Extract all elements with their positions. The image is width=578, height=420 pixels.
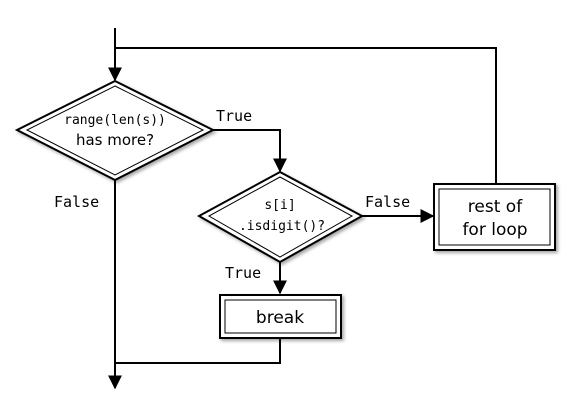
decision-has-more-shape bbox=[14, 79, 216, 182]
process-rest-of-loop-line2: for loop bbox=[462, 220, 527, 240]
process-rest-of-loop-line1: rest of bbox=[468, 197, 523, 217]
decision-has-more-line1: range(len(s)) bbox=[64, 113, 166, 128]
label-loop-false: False bbox=[54, 193, 99, 211]
label-digit-false: False bbox=[365, 193, 410, 211]
decision-isdigit-line1: s[i] bbox=[264, 198, 295, 213]
decision-has-more-inner-border bbox=[25, 85, 205, 176]
process-rest-of-loop-box bbox=[433, 183, 556, 251]
process-break-box bbox=[219, 294, 342, 339]
process-break-inner-border bbox=[224, 299, 337, 334]
label-digit-true: True bbox=[225, 264, 261, 282]
decision-has-more: range(len(s)) has more? bbox=[14, 79, 216, 182]
process-rest-of-loop-inner-border bbox=[438, 188, 551, 246]
decision-isdigit-shape bbox=[196, 170, 365, 264]
decision-isdigit-inner-border bbox=[207, 176, 354, 258]
process-break: break bbox=[219, 294, 342, 339]
process-rest-of-loop: rest of for loop bbox=[433, 183, 556, 251]
loop-back-line bbox=[115, 47, 497, 184]
label-loop-true: True bbox=[216, 107, 252, 125]
process-break-label: break bbox=[256, 308, 304, 328]
loop-true-arrow bbox=[213, 129, 287, 173]
decision-has-more-line2: has more? bbox=[76, 131, 154, 149]
break-exit-line bbox=[115, 338, 281, 364]
connectors bbox=[108, 28, 497, 390]
decision-isdigit-line2: .isdigit()? bbox=[239, 219, 325, 234]
decision-isdigit: s[i] .isdigit()? bbox=[196, 170, 365, 264]
